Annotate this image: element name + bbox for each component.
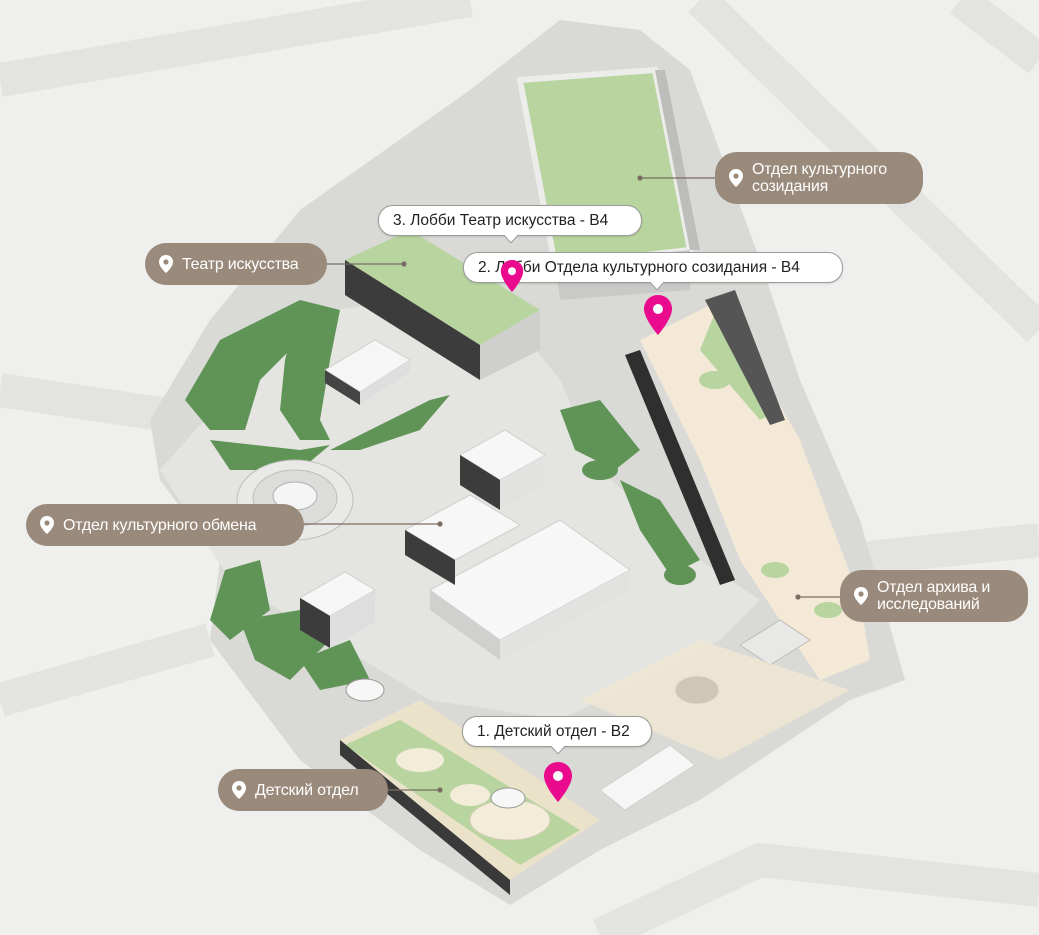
map-pin-icon[interactable] <box>543 762 573 802</box>
east-sand-area <box>640 290 870 680</box>
location-pin-icon <box>729 169 743 187</box>
callout-tail <box>551 746 565 754</box>
southeast-buildings <box>580 619 850 811</box>
callout-lobby-creation[interactable]: 2. Лобби Отдела культурного созидания - … <box>463 252 843 290</box>
label-cultural-creation[interactable]: Отдел культурного созидания <box>715 152 923 204</box>
map-pin-icon[interactable] <box>500 260 524 292</box>
callout-text: 1. Детский отдел - B2 <box>477 722 630 740</box>
theatre-building <box>345 230 540 380</box>
label-line: исследований <box>877 596 980 613</box>
label-line: Отдел культурного <box>752 161 887 178</box>
label-art-theatre[interactable]: Театр искусства <box>145 243 327 285</box>
callout-text: 3. Лобби Театр искусства - B4 <box>393 211 609 229</box>
small-tower <box>299 571 376 648</box>
label-cultural-exchange[interactable]: Отдел культурного обмена <box>26 504 304 546</box>
location-pin-icon <box>854 587 868 605</box>
callout-lobby-theatre[interactable]: 3. Лобби Театр искусства - B4 <box>378 205 642 243</box>
exchange-building <box>403 429 631 660</box>
map-pin-icon[interactable] <box>643 295 673 335</box>
label-children[interactable]: Детский отдел <box>218 769 388 811</box>
location-pin-icon <box>40 516 54 534</box>
central-garden <box>560 400 700 585</box>
children-garden <box>340 678 600 895</box>
callout-tail <box>650 282 664 290</box>
small-building-west <box>324 339 411 405</box>
label-text: Театр искусства <box>182 255 299 273</box>
label-text: Детский отдел <box>255 781 359 799</box>
callout-tail <box>504 235 518 243</box>
label-line: созидания <box>752 178 829 195</box>
location-pin-icon <box>159 255 173 273</box>
label-line: Отдел архива и <box>877 579 991 596</box>
label-text: Отдел культурного обмена <box>63 516 257 534</box>
callout-children-b2[interactable]: 1. Детский отдел - B2 <box>462 716 652 754</box>
trench <box>625 350 735 585</box>
label-archive-research[interactable]: Отдел архива и исследований <box>840 570 1028 622</box>
callout-text: 2. Лобби Отдела культурного созидания - … <box>478 258 800 276</box>
label-text: Отдел архива и исследований <box>877 579 990 613</box>
label-text: Отдел культурного созидания <box>752 161 887 195</box>
leader-lines <box>304 175 842 793</box>
location-pin-icon <box>232 781 246 799</box>
